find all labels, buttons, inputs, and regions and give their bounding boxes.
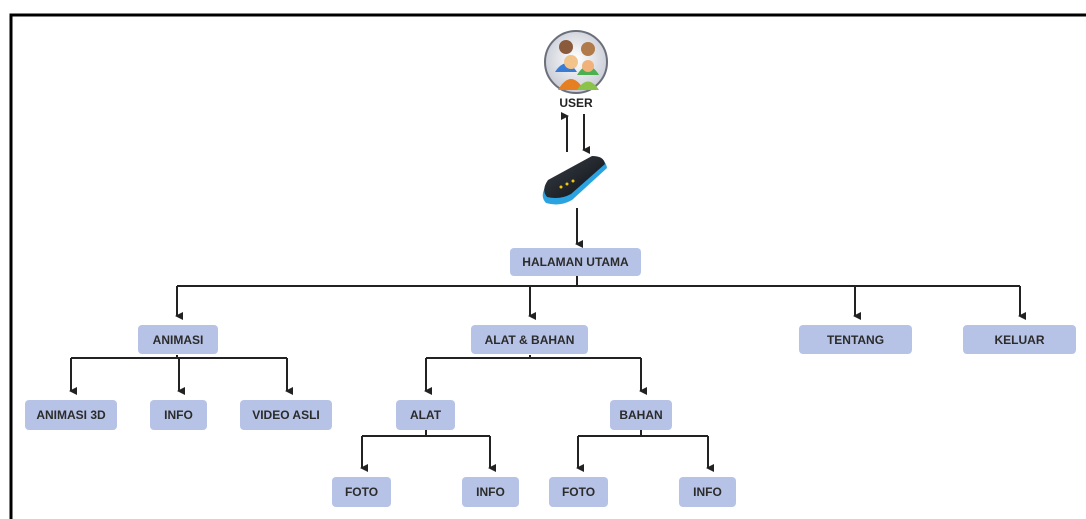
node-animasi: ANIMASI xyxy=(138,325,218,354)
diagram-border xyxy=(9,13,1086,519)
connector-level1 xyxy=(175,276,1026,320)
node-foto-bahan: FOTO xyxy=(549,477,608,507)
user-label: USER xyxy=(559,96,593,110)
node-keluar: KELUAR xyxy=(963,325,1076,354)
node-alat: ALAT xyxy=(396,400,455,430)
node-tentang: TENTANG xyxy=(799,325,912,354)
user-group-icon xyxy=(544,30,608,94)
node-alat-bahan: ALAT & BAHAN xyxy=(471,325,588,354)
connector-alat-bahan xyxy=(424,355,647,395)
node-halaman-utama: HALAMAN UTAMA xyxy=(510,248,641,276)
node-info-alat: INFO xyxy=(462,477,519,507)
connector-bahan xyxy=(576,430,714,472)
node-video-asli: VIDEO ASLI xyxy=(240,400,332,430)
node-info-animasi: INFO xyxy=(150,400,207,430)
node-foto-alat: FOTO xyxy=(332,477,391,507)
node-animasi-3d: ANIMASI 3D xyxy=(25,400,117,430)
smartphone-icon xyxy=(542,156,607,205)
node-info-bahan: INFO xyxy=(679,477,736,507)
connector-alat xyxy=(360,430,496,472)
connector-animasi xyxy=(69,355,293,395)
node-bahan: BAHAN xyxy=(610,400,672,430)
